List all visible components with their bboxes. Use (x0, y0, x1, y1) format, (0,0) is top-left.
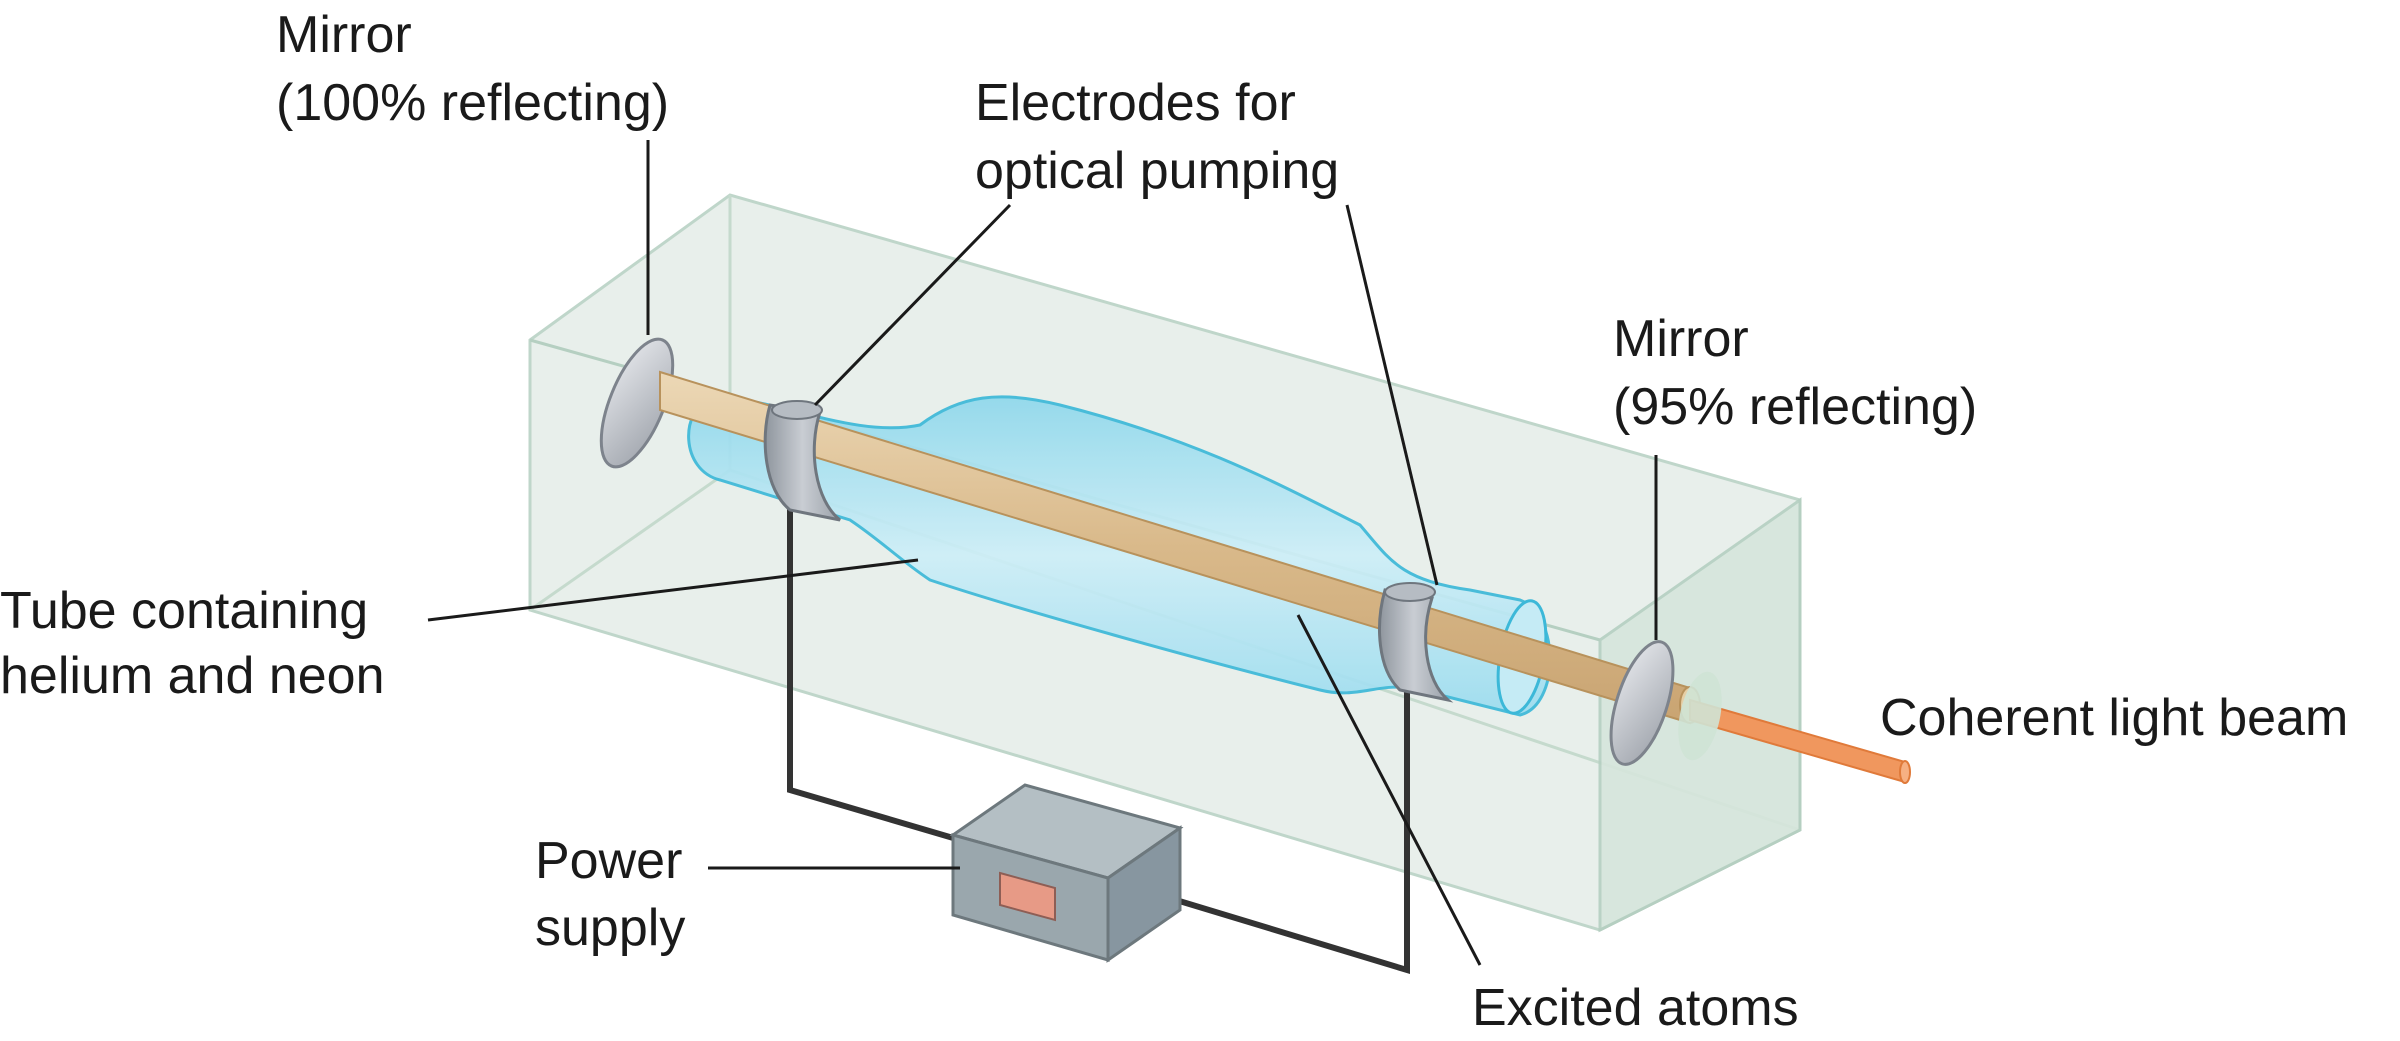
label-mirror-left: Mirror (100% reflecting) (276, 6, 669, 132)
leader-tube (427, 558, 919, 622)
leader-lines (427, 140, 1658, 966)
leader-electrode-right (1345, 204, 1439, 586)
electrode-left (763, 400, 841, 522)
label-mirror-left-line1: Mirror (276, 6, 412, 64)
mirror-right-disk (1609, 640, 1675, 766)
power-supply-side (1106, 825, 1182, 963)
wire-left (787, 505, 961, 843)
beam-tip (1899, 760, 1911, 784)
label-mirror-left-line2: (100% reflecting) (276, 74, 669, 132)
leader-electrode-left (813, 203, 1012, 407)
label-tube-line1: Tube containing (0, 582, 368, 640)
electrode-right-rim (1384, 582, 1436, 602)
mirror-left (599, 337, 675, 469)
label-power-line1: Power (535, 832, 682, 890)
electrode-left-band (763, 403, 841, 522)
electrode-right-band (1378, 588, 1454, 703)
label-electrodes: Electrodes for optical pumping (975, 74, 1339, 200)
power-wires (787, 505, 1410, 975)
power-supply-panel (999, 871, 1056, 922)
label-mirror-right-line2: (95% reflecting) (1613, 378, 1977, 436)
mirror-left-disk (599, 337, 675, 469)
labels: Mirror (100% reflecting) Electrodes for … (0, 6, 2348, 1037)
electrode-left-rim (771, 400, 823, 420)
label-mirror-right: Mirror (95% reflecting) (1613, 310, 1977, 436)
mirror-right (1609, 640, 1722, 766)
label-excited-atoms: Excited atoms (1472, 979, 1799, 1037)
label-power-line2: supply (535, 899, 685, 957)
wire-right (1142, 680, 1410, 975)
housing-edge (529, 468, 731, 612)
leader-excited-atoms (1296, 614, 1482, 966)
electrode-right (1378, 582, 1454, 703)
label-coherent-beam: Coherent light beam (1880, 689, 2348, 747)
power-supply (949, 783, 1184, 963)
label-electrodes-line2: optical pumping (975, 142, 1339, 200)
label-tube-line2: helium and neon (0, 647, 385, 705)
mirror-right-glow (1678, 671, 1722, 761)
label-tube: Tube containing helium and neon (0, 582, 385, 705)
label-mirror-right-line1: Mirror (1613, 310, 1749, 368)
label-power-supply: Power supply (535, 832, 697, 957)
label-electrodes-line1: Electrodes for (975, 74, 1296, 132)
